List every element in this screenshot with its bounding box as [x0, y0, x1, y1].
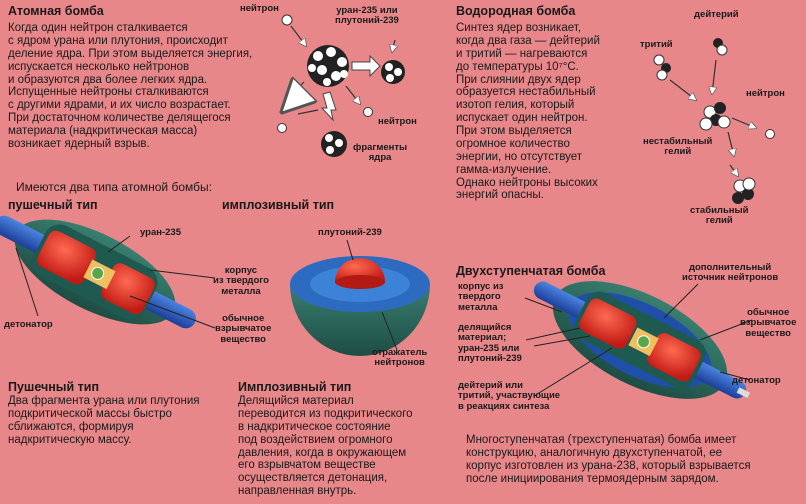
fusion-schematic [653, 38, 775, 204]
uranium-nucleus [307, 45, 349, 87]
two-stage-bomb [533, 281, 751, 399]
hydrogen-text: Синтез ядер возникает, когда два газа — … [456, 22, 600, 202]
hydrogen-title: Водородная бомба [456, 4, 576, 18]
unstable-helium [699, 102, 731, 131]
label-gun-explosive: обычное взрывчатое вещество [215, 313, 272, 345]
atomic-text: Когда один нейтрон сталкивается с ядром … [8, 22, 253, 150]
atomic-title: Атомная бомба [8, 4, 104, 18]
label-neutron-top: нейтрон [240, 3, 279, 14]
label-gun-detonator: детонатор [4, 319, 53, 330]
gun-title: пушечный тип [8, 198, 98, 212]
implosion-desc: Делящийся материал переводится из подкри… [238, 395, 413, 498]
gun-desc-title: Пушечный тип [8, 380, 99, 394]
implosion-bomb [290, 256, 430, 356]
label-neutron-right: нейтрон [378, 116, 417, 127]
two-stage-footer: Многоступенчатая (трехступенчатая) бомба… [466, 434, 751, 485]
label-gun-uranium: уран-235 [140, 227, 181, 238]
gun-desc: Два фрагмента урана или плутония подкрит… [8, 395, 200, 446]
implosion-title: имплозивный тип [222, 198, 335, 212]
label-hydrogen-neutron: нейтрон [746, 88, 785, 99]
label-stable-helium: стабильный гелий [690, 205, 749, 227]
stable-helium [732, 177, 756, 204]
label-ts-detonator: детонатор [732, 375, 781, 386]
label-ts-neutron-source: дополнительный источник нейтронов [682, 262, 779, 284]
fragment-top-right [381, 60, 405, 84]
label-reflector: отражатель нейтронов [372, 347, 428, 369]
label-uranium-plutonium: уран-235 или плутоний-239 [335, 5, 399, 27]
label-ts-fissile: делящийся материал; уран-235 или плутони… [458, 322, 522, 364]
implosion-desc-title: Имплозивный тип [238, 380, 352, 394]
label-unstable-helium: нестабильный гелий [643, 136, 713, 158]
two-stage-title: Двухступенчатая бомба [456, 264, 606, 278]
label-deuterium: дейтерий [694, 9, 739, 20]
label-ts-casing: корпус из твердого металла [458, 281, 504, 313]
fragment-bottom [321, 131, 347, 157]
label-tritium: тритий [640, 39, 673, 50]
label-plutonium: плутоний-239 [318, 227, 382, 238]
types-intro: Имеются два типа атомной бомбы: [16, 180, 212, 194]
label-gun-casing: корпус из твердого металла [213, 265, 269, 297]
label-ts-fusion: дейтерий или тритий, участвующие в реакц… [458, 380, 561, 412]
fission-schematic [277, 14, 405, 157]
label-ts-explosive: обычное взрывчатое вещество [740, 307, 797, 339]
label-fragments: фрагменты ядра [353, 142, 408, 164]
